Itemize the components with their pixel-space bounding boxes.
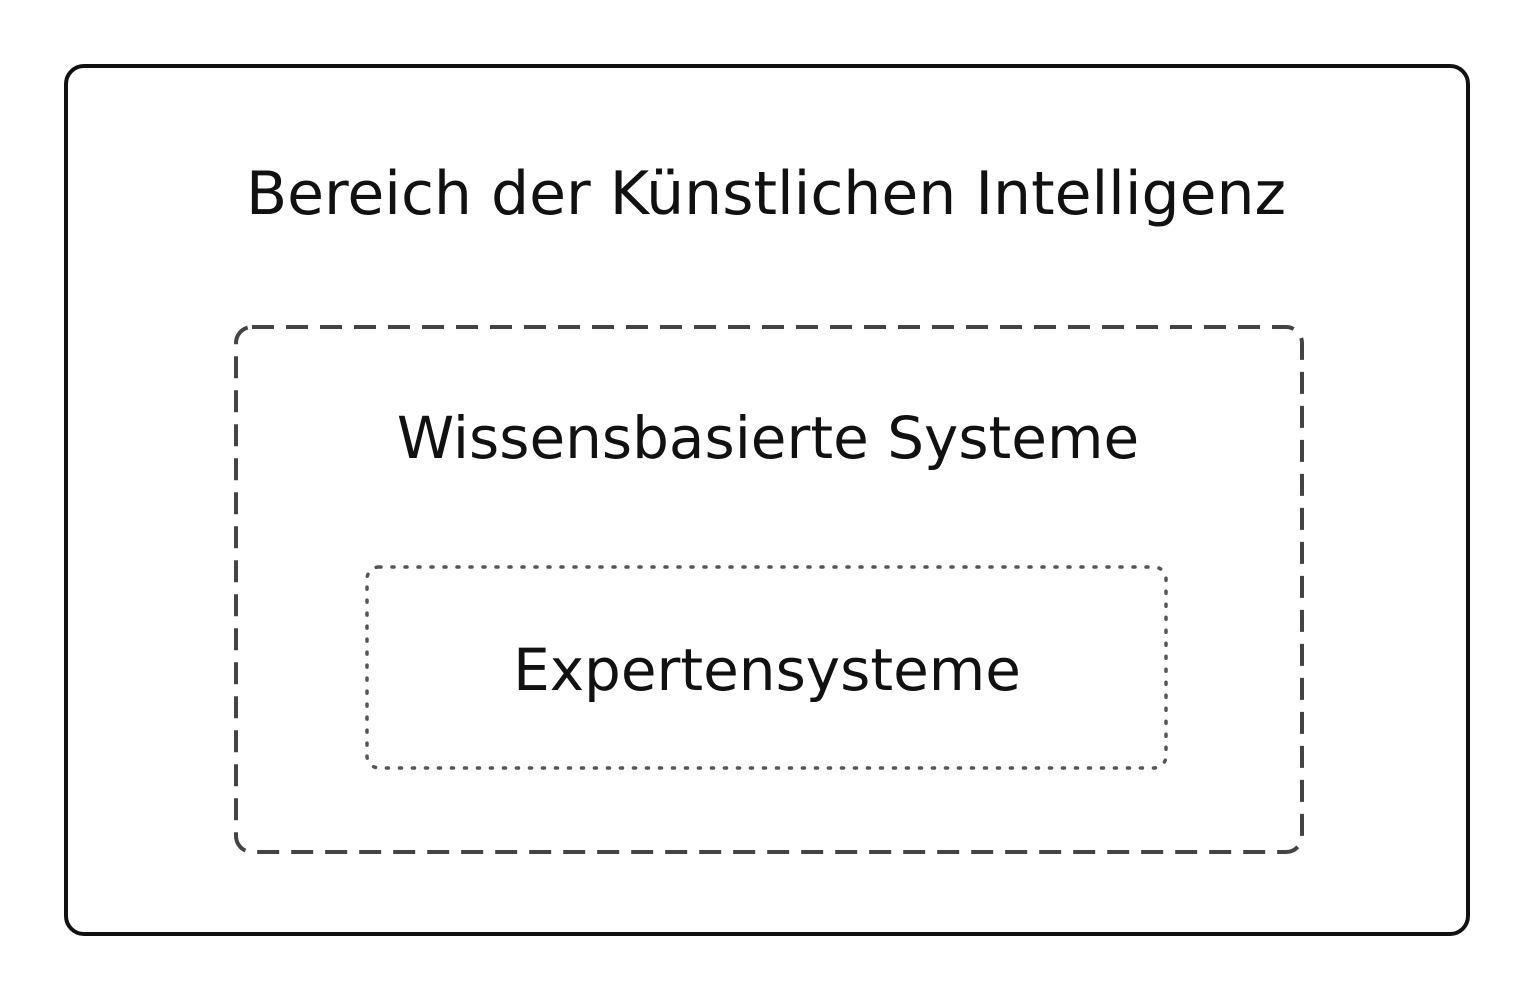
inner-box-expert-systems [365,565,1168,770]
middle-label: Wissensbasierte Systeme [397,404,1139,472]
outer-label: Bereich der Künstlichen Intelligenz [246,159,1286,229]
inner-label: Expertensysteme [513,636,1021,704]
middle-box-knowledge-based-systems [234,325,1304,854]
outer-box-ai-field [64,64,1470,936]
